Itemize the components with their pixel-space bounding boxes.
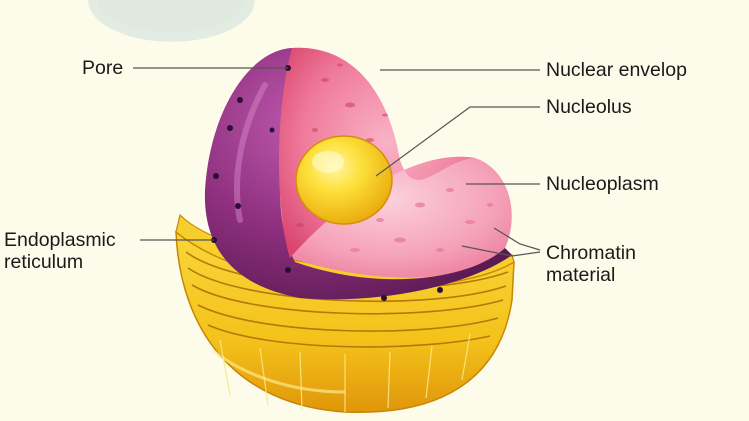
label-pore: Pore bbox=[82, 57, 123, 79]
label-nucleolus: Nucleolus bbox=[546, 96, 632, 118]
label-nucleoplasm: Nucleoplasm bbox=[546, 173, 659, 195]
label-chromatin-material: Chromatin material bbox=[546, 242, 636, 286]
label-endoplasmic-reticulum: Endoplasmic reticulum bbox=[4, 229, 116, 273]
label-nuclear-envelope: Nuclear envelop bbox=[546, 59, 687, 81]
nucleolus bbox=[296, 136, 392, 224]
